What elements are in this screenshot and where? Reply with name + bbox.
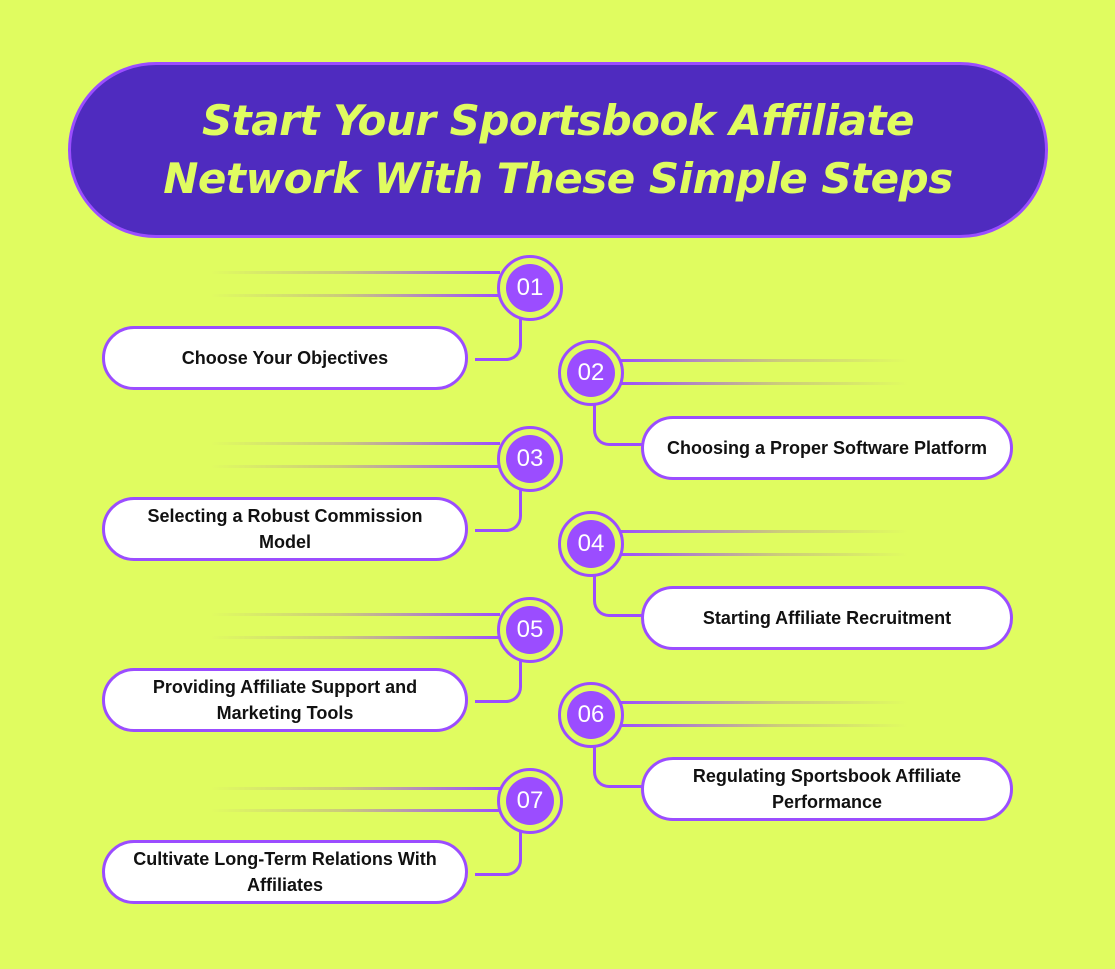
step-number-badge: 04 — [558, 511, 624, 577]
connector — [593, 403, 642, 446]
decorative-line — [210, 636, 500, 639]
connector — [593, 745, 642, 788]
step-number-badge: 01 — [497, 255, 563, 321]
connector — [593, 574, 642, 617]
connector — [475, 318, 522, 361]
connector — [475, 489, 522, 532]
step-card: Selecting a Robust Commission Model — [102, 497, 468, 561]
decorative-line — [618, 530, 908, 533]
decorative-line — [210, 809, 500, 812]
step-number-badge: 06 — [558, 682, 624, 748]
decorative-line — [210, 271, 500, 274]
decorative-line — [618, 359, 908, 362]
step-card: Cultivate Long-Term Relations With Affil… — [102, 840, 468, 904]
decorative-line — [210, 613, 500, 616]
title-line-1: Start Your Sportsbook Affiliate — [201, 96, 915, 145]
step-card: Regulating Sportsbook Affiliate Performa… — [641, 757, 1013, 821]
step-number-badge: 05 — [497, 597, 563, 663]
step-number-badge: 03 — [497, 426, 563, 492]
decorative-line — [618, 724, 908, 727]
step-number-badge: 02 — [558, 340, 624, 406]
step-card: Choosing a Proper Software Platform — [641, 416, 1013, 480]
step-card: Providing Affiliate Support and Marketin… — [102, 668, 468, 732]
step-number-badge: 07 — [497, 768, 563, 834]
decorative-line — [618, 382, 908, 385]
decorative-line — [618, 701, 908, 704]
decorative-line — [210, 442, 500, 445]
title-banner: Start Your Sportsbook Affiliate Network … — [68, 62, 1048, 238]
decorative-line — [210, 787, 500, 790]
decorative-line — [210, 465, 500, 468]
connector — [475, 660, 522, 703]
decorative-line — [210, 294, 500, 297]
step-card: Choose Your Objectives — [102, 326, 468, 390]
connector — [475, 831, 522, 876]
decorative-line — [618, 553, 908, 556]
step-card: Starting Affiliate Recruitment — [641, 586, 1013, 650]
title-line-2: Network With These Simple Steps — [163, 154, 953, 203]
